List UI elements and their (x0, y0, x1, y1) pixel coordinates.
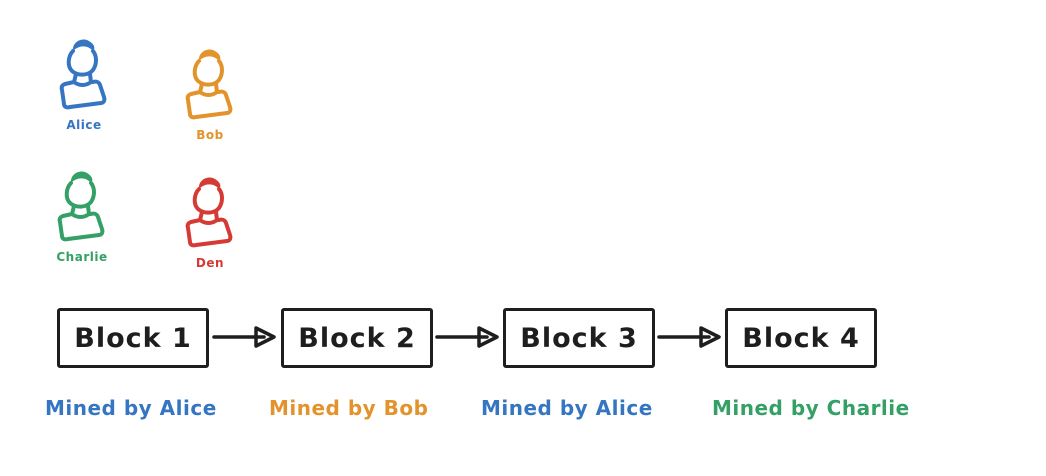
person-bob: Bob (168, 46, 252, 142)
person-name-label: Den (195, 256, 225, 270)
person-charlie: Charlie (40, 168, 124, 264)
person-icon (175, 174, 245, 254)
mined-by-label-1: Mined by Alice (45, 396, 217, 420)
person-name-label: Bob (196, 128, 224, 142)
arrow-right-icon (212, 325, 278, 353)
block-4: Block 4 (725, 308, 877, 368)
block-2: Block 2 (281, 308, 433, 368)
person-icon (49, 36, 119, 116)
person-name-label: Alice (66, 118, 102, 132)
block-label: Block 4 (742, 322, 860, 354)
person-icon (175, 46, 245, 126)
block-label: Block 2 (298, 322, 416, 354)
arrow-right-icon (657, 325, 723, 353)
person-name-label: Charlie (56, 250, 108, 264)
block-1: Block 1 (57, 308, 209, 368)
person-alice: Alice (42, 36, 126, 132)
person-icon (47, 168, 117, 248)
mined-by-label-3: Mined by Alice (481, 396, 653, 420)
block-label: Block 1 (74, 322, 192, 354)
mined-by-label-4: Mined by Charlie (712, 396, 910, 420)
person-den: Den (168, 174, 252, 270)
block-label: Block 3 (520, 322, 638, 354)
mined-by-label-2: Mined by Bob (269, 396, 429, 420)
arrow-right-icon (435, 325, 501, 353)
block-3: Block 3 (503, 308, 655, 368)
